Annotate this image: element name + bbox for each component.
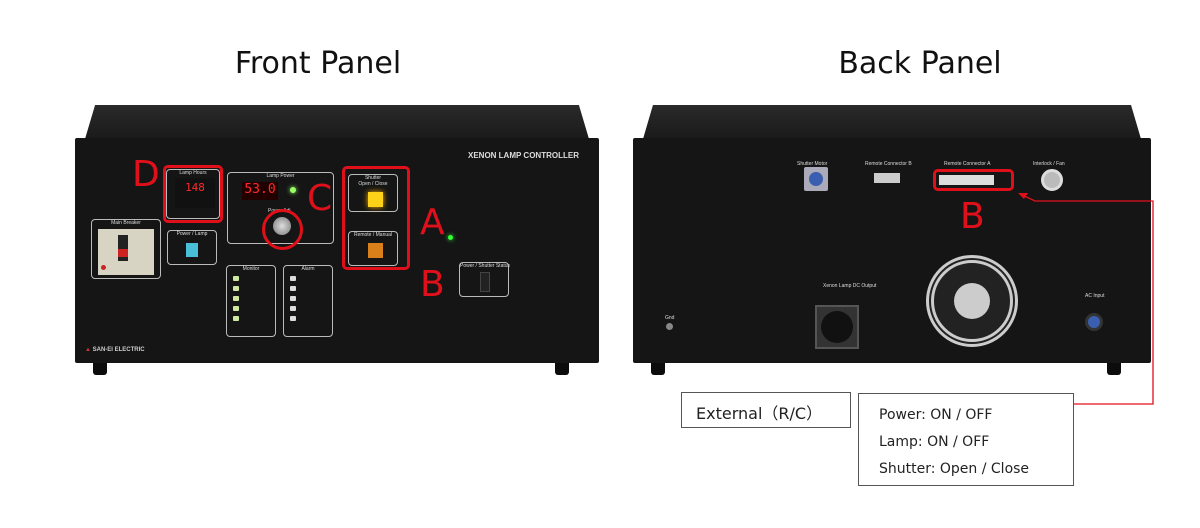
lamp-hours-label: Lamp Hours <box>179 170 207 176</box>
open-close-label: Open / Close <box>358 181 388 187</box>
lamp-power-display: 53.0 <box>242 182 278 200</box>
alarm-led <box>290 296 296 301</box>
status-label: Power / Shutter Status <box>460 263 511 269</box>
foot <box>93 363 107 375</box>
main-breaker-section: Main Breaker <box>91 219 161 279</box>
lamp-power-section: Lamp Power 53.0 Power Adj. <box>227 172 334 244</box>
gnd-label: Gnd <box>665 315 675 321</box>
note-lamp: Lamp: ON / OFF <box>879 434 990 450</box>
back-panel-device: Shutter Motor Remote Connector B Remote … <box>633 105 1151 380</box>
monitor-led <box>233 286 239 291</box>
foot <box>555 363 569 375</box>
shutter-section: Shutter Open / Close <box>348 174 398 212</box>
shutter-open-close-button[interactable] <box>368 192 383 207</box>
alarm-section: Alarm <box>283 265 333 337</box>
callout-a-letter: A <box>420 202 445 243</box>
power-lamp-label: Power / Lamp <box>176 231 208 237</box>
note-power: Power: ON / OFF <box>879 407 993 423</box>
monitor-led <box>233 306 239 311</box>
power-lamp-section: Power / Lamp <box>167 230 217 265</box>
main-breaker-label: Main Breaker <box>111 220 141 226</box>
callout-ab-box <box>342 166 410 270</box>
dc-output-label: Xenon Lamp DC Output <box>823 283 877 289</box>
callout-d-letter: D <box>132 154 160 195</box>
status-switch[interactable] <box>480 272 490 292</box>
shutter-label: Shutter <box>364 175 382 181</box>
lamp-hours-section: Lamp Hours 148 <box>166 169 220 219</box>
remote-b-connector <box>874 173 900 183</box>
shutter-motor-label: Shutter Motor <box>797 161 828 167</box>
gnd-terminal <box>666 323 673 330</box>
lamp-power-label: Lamp Power <box>266 173 295 179</box>
chassis-top <box>643 105 1141 139</box>
interlock-fan-label: Interlock / Fan <box>1033 161 1065 167</box>
remote-a-connector <box>939 175 994 185</box>
power-lamp-switch[interactable] <box>186 243 198 257</box>
alarm-led <box>290 306 296 311</box>
front-panel-title: Front Panel <box>234 46 402 81</box>
chassis-top <box>85 105 589 139</box>
alarm-led <box>290 276 296 281</box>
shutter-motor-connector <box>804 167 828 191</box>
alarm-led <box>290 316 296 321</box>
front-face <box>75 138 599 363</box>
interlock-fan-connector <box>1041 169 1063 191</box>
callout-b-letter: B <box>420 264 445 305</box>
mode-led <box>290 187 296 193</box>
remote-manual-button[interactable] <box>368 243 383 258</box>
remote-manual-section: Remote / Manual <box>348 231 398 266</box>
note-shutter: Shutter: Open / Close <box>879 461 1030 477</box>
dc-output-connector <box>815 305 859 349</box>
foot <box>1107 363 1121 375</box>
monitor-led <box>233 316 239 321</box>
ac-input-label: AC Input <box>1085 293 1105 299</box>
monitor-section: Monitor <box>226 265 276 337</box>
remote-a-label: Remote Connector A <box>944 161 991 167</box>
alarm-led <box>290 286 296 291</box>
signal-list-note: Power: ON / OFF Lamp: ON / OFF Shutter: … <box>858 393 1074 486</box>
cooling-fan <box>926 255 1018 347</box>
back-callout-b-letter: B <box>960 196 985 237</box>
external-rc-note: External（R/C） <box>681 392 851 428</box>
callout-c-circle <box>262 209 303 250</box>
alarm-label: Alarm <box>301 266 315 272</box>
maker-name: SAN-EI ELECTRIC <box>92 347 145 353</box>
monitor-label: Monitor <box>242 266 260 272</box>
front-panel-device: XENON LAMP CONTROLLER ▲ SAN-EI ELECTRIC … <box>75 105 599 380</box>
ac-input-connector <box>1085 313 1103 331</box>
remote-b-label: Remote Connector B <box>865 161 912 167</box>
foot <box>651 363 665 375</box>
power-indicator-led <box>448 235 453 240</box>
main-breaker-switch[interactable] <box>98 229 154 275</box>
remote-manual-label: Remote / Manual <box>353 232 393 238</box>
status-section: Power / Shutter Status <box>459 262 511 297</box>
callout-b-box <box>933 169 1014 191</box>
brand-title: XENON LAMP CONTROLLER <box>468 151 579 160</box>
callout-d-box <box>163 165 223 223</box>
monitor-led <box>233 296 239 301</box>
maker-logo: ▲ SAN-EI ELECTRIC <box>85 347 145 353</box>
back-panel-title: Back Panel <box>838 46 1002 81</box>
lamp-hours-display: 148 <box>175 178 215 208</box>
monitor-led <box>233 276 239 281</box>
callout-c-letter: C <box>307 178 333 219</box>
